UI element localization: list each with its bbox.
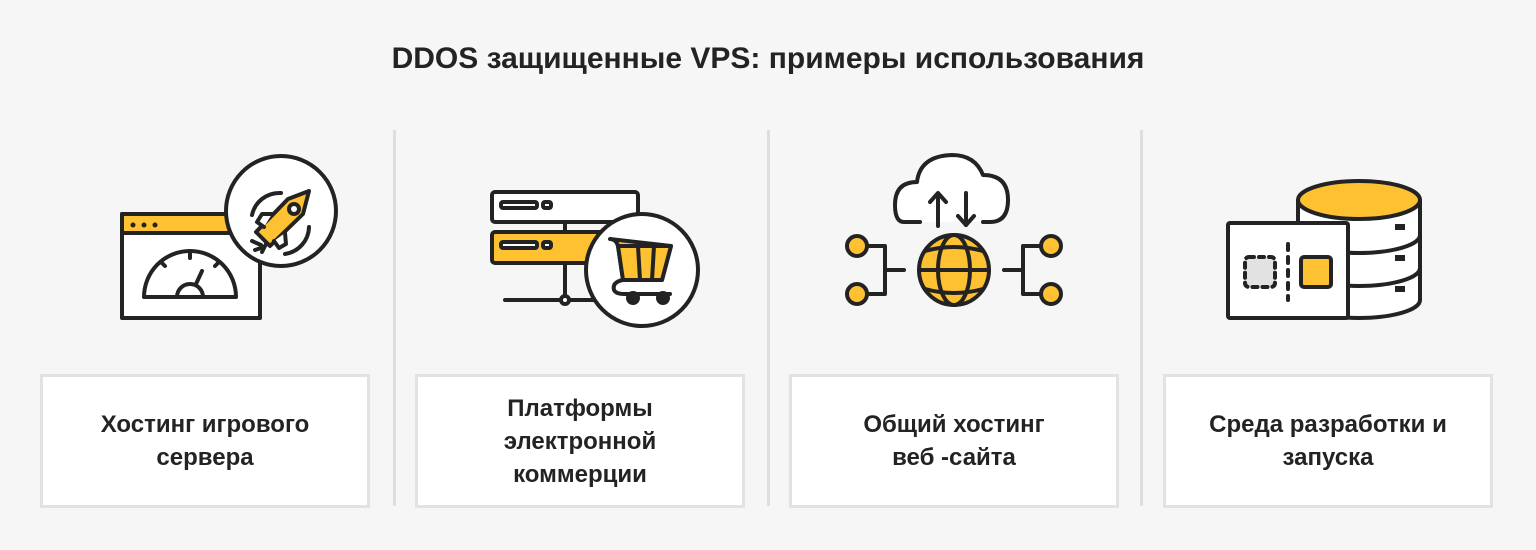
page-title: DDOS защищенные VPS: примеры использован… [391, 42, 1145, 75]
use-case-card-web-hosting: Общий хостинг веб -сайта [789, 374, 1119, 508]
server-cart-icon [490, 190, 700, 328]
use-case-card-ecommerce: Платформы электронной коммерции [415, 374, 745, 508]
card-label: Среда разработки и запуска [1209, 411, 1447, 471]
divider [393, 130, 396, 506]
game-server-rocket-icon [120, 154, 338, 320]
card-label: Хостинг игрового сервера [100, 411, 310, 471]
divider [767, 130, 770, 506]
use-case-card-dev-environment: Среда разработки и запуска [1163, 374, 1493, 508]
cloud-globe-network-icon [845, 153, 1063, 307]
use-case-card-game-server: Хостинг игрового сервера [40, 374, 370, 508]
divider [1140, 130, 1143, 506]
card-label: Платформы электронной коммерции [503, 394, 657, 488]
database-card-icon [1226, 179, 1422, 320]
card-label: Общий хостинг веб -сайта [863, 411, 1045, 471]
